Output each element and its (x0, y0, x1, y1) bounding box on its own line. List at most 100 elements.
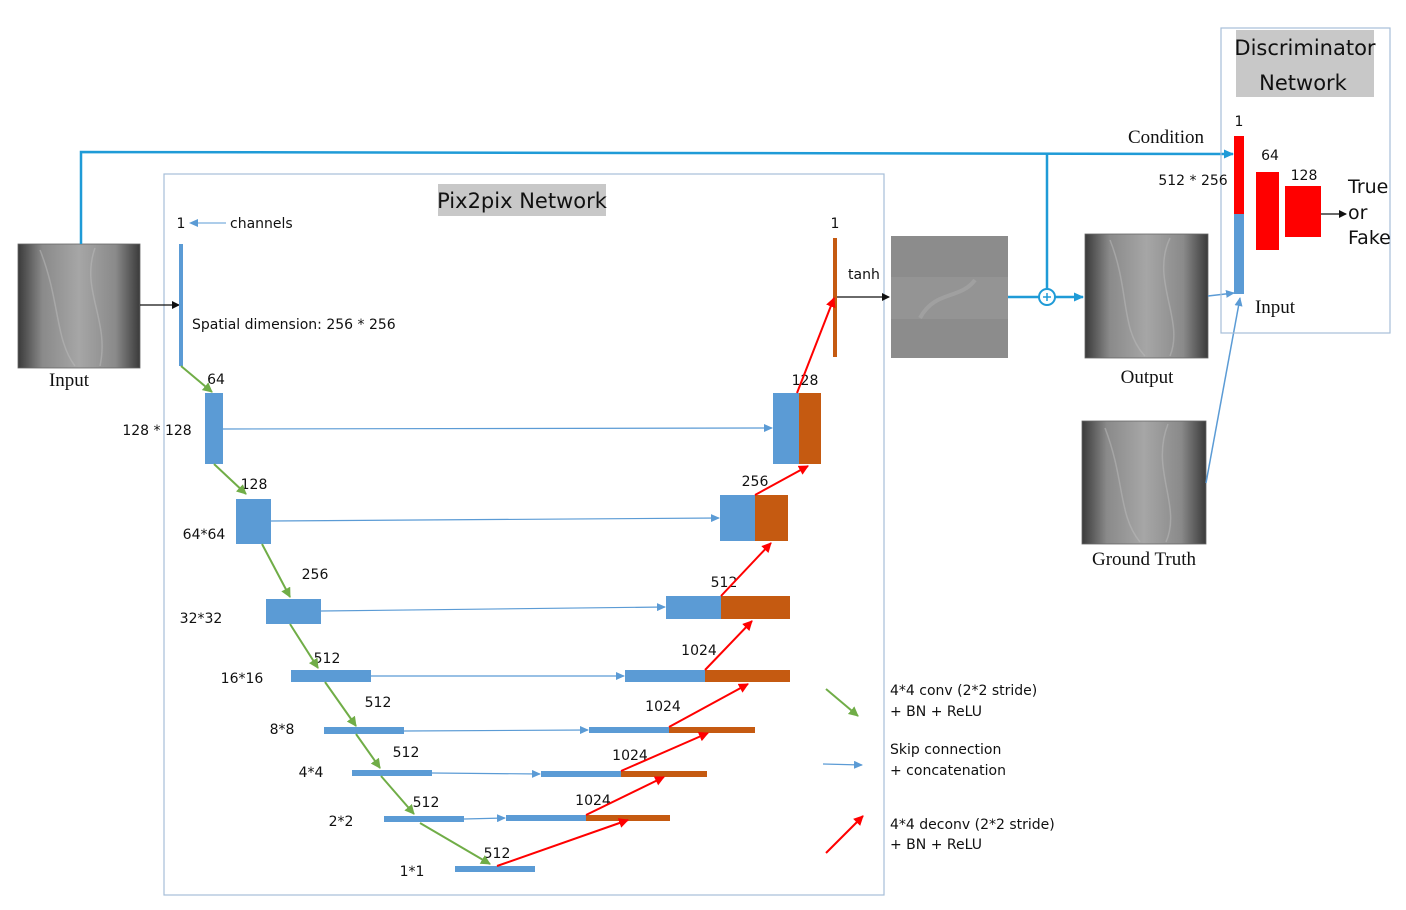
decoder-skip-part (773, 393, 799, 464)
encoder (205, 393, 535, 872)
downsample-arrow (180, 365, 213, 393)
legend-deconv-line2: + BN + ReLU (890, 837, 982, 853)
encoder-channel-label: 512 (314, 651, 341, 667)
encoder-block-5 (324, 727, 404, 734)
output-image (1084, 233, 1209, 359)
discriminator-title-line2: Network (1259, 71, 1348, 95)
decoder-channel-label: 1024 (681, 643, 717, 659)
encoder-block-1 (205, 393, 223, 464)
encoder-channel-label: 128 (241, 477, 268, 493)
discriminator-title-line1: Discriminator (1234, 36, 1376, 60)
discriminator-condition-bar (1234, 136, 1244, 214)
result-true: True (1347, 176, 1388, 198)
resolution-label: 64*64 (183, 527, 226, 543)
legend-conv-line1: 4*4 conv (2*2 stride) (890, 683, 1037, 699)
encoder-channel-label: 512 (413, 795, 440, 811)
discriminator-channel-128: 128 (1291, 168, 1318, 184)
output-image-label: Output (1121, 367, 1175, 388)
spatial-dimension-label: Spatial dimension: 256 * 256 (192, 317, 396, 333)
condition-label: Condition (1128, 127, 1205, 148)
decoder-channel-label: 128 (792, 373, 819, 389)
pix2pix-title: Pix2pix Network (437, 189, 608, 213)
decoder-skip-part (506, 815, 586, 821)
input-channel-count: 1 (177, 216, 186, 232)
decoder-block-7 (586, 815, 670, 821)
channels-label: channels (230, 216, 293, 232)
encoder-block-3 (266, 599, 321, 624)
resolution-label: 32*32 (180, 611, 223, 627)
encoder-channel-label: 64 (207, 372, 225, 388)
legend-skip-line1: Skip connection (890, 742, 1001, 758)
resolution-label: 8*8 (270, 722, 295, 738)
pix2pix-title-bg (438, 184, 606, 216)
resolution-label: 16*16 (221, 671, 264, 687)
decoder-block-4 (705, 670, 790, 682)
decoder-channel-label: 1024 (645, 699, 681, 715)
ground-truth-image (1081, 420, 1207, 545)
skip-connections (222, 424, 773, 823)
result-or: or (1348, 202, 1368, 224)
legend-deconv-arrow (825, 815, 864, 854)
upsample-arrow (720, 542, 772, 597)
legend-skip-line2: + concatenation (890, 763, 1006, 779)
decoder-skip-part (720, 495, 755, 541)
legend: 4*4 conv (2*2 stride) + BN + ReLU Skip c… (822, 683, 1055, 854)
decoder-skip-part (541, 771, 621, 777)
input-channel-bar (179, 244, 183, 366)
downsample-arrow (419, 822, 491, 865)
resolution-label: 1*1 (400, 864, 425, 880)
upsample-arrow (704, 620, 753, 671)
decoder-block-3 (721, 596, 790, 619)
discriminator-input-label: Input (1255, 297, 1296, 318)
upsample-arrow (585, 776, 665, 816)
discriminator-layer-128 (1285, 186, 1321, 237)
output-channel-bar (833, 238, 837, 357)
skip-connection-line (270, 514, 720, 523)
skip-connection-line (431, 769, 541, 778)
decoder-skip-part (589, 727, 669, 733)
decoder-channel-label: 1024 (612, 748, 648, 764)
skip-connection-line (320, 603, 666, 612)
encoder-channel-label: 256 (302, 567, 329, 583)
upsample-arrow (796, 297, 836, 394)
resolution-label: 2*2 (329, 814, 354, 830)
legend-conv-arrow (825, 688, 859, 717)
skip-connection-line (463, 814, 506, 823)
downsample-arrow (213, 463, 247, 495)
resolution-label: 128 * 128 (122, 423, 191, 439)
bottleneck-block (455, 866, 535, 872)
encoder-block-6 (352, 770, 432, 776)
pix2pix-frame (163, 173, 885, 896)
discriminator-title-bg (1236, 30, 1374, 97)
condition-line (79, 149, 1234, 244)
upsample-arrow (496, 818, 629, 867)
skip-connection-line (403, 726, 589, 735)
ground-truth-label: Ground Truth (1092, 549, 1196, 570)
decoder-channel-label: 256 (742, 474, 769, 490)
discriminator-channel-1: 1 (1235, 114, 1244, 130)
encoder-block-4 (291, 670, 371, 682)
upsample-arrow (668, 683, 749, 728)
ground-truth-to-discriminator-arrow (1205, 297, 1243, 484)
decoder-skip-part (625, 670, 705, 682)
legend-conv-line2: + BN + ReLU (890, 704, 982, 720)
discriminator-frame (1220, 27, 1391, 334)
downsample-arrow (324, 681, 357, 727)
input-image-label: Input (49, 370, 90, 391)
downsample-arrows (180, 365, 491, 865)
encoder-block-7 (384, 816, 464, 822)
decoder-channel-label: 1024 (575, 793, 611, 809)
decoder (506, 238, 837, 821)
decoder-block-1 (799, 393, 821, 464)
upsample-arrow (620, 732, 709, 772)
downsample-arrow (289, 623, 319, 669)
resolution-label: 4*4 (299, 765, 324, 781)
downsample-arrow (355, 733, 381, 769)
skip-connection-line (222, 424, 773, 433)
downsample-arrow (261, 543, 291, 598)
decoder-skip-part (666, 596, 721, 619)
encoder-channel-label: 512 (365, 695, 392, 711)
upsample-arrow (754, 465, 809, 496)
encoder-channel-label: 512 (484, 846, 511, 862)
